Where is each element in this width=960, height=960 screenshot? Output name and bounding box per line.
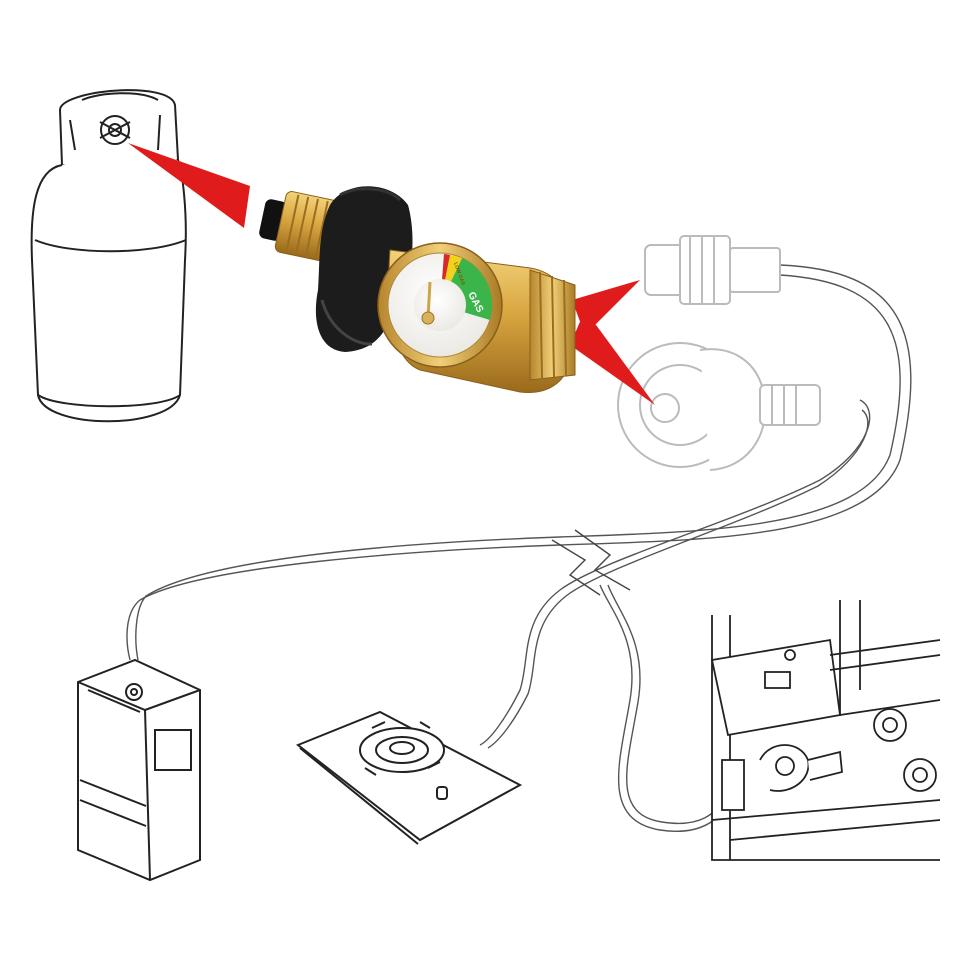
red-pointers [128, 143, 655, 405]
pressure-gauge-adapter: GAS LOW GAS [259, 186, 576, 394]
qcc1-fitting [617, 235, 821, 471]
gauge-needle [421, 281, 435, 325]
outlet-thread [529, 269, 576, 381]
hose [126, 264, 912, 832]
pointer-tank [128, 143, 250, 228]
propane-tank [30, 89, 187, 423]
pointer-fitting-bottom [570, 310, 655, 405]
bbq-grill [710, 600, 941, 861]
stove-burner [296, 710, 523, 845]
water-heater [77, 658, 201, 882]
